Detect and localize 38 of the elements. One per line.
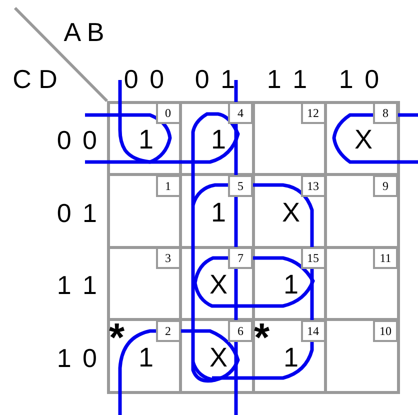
cell-index: 12 — [300, 102, 326, 124]
column-header: 0 1 — [194, 66, 238, 92]
row-header: 0 0 — [56, 127, 99, 153]
cell-value: X — [282, 199, 300, 226]
cell-value: X — [210, 272, 228, 298]
asterisk-mark: * — [254, 324, 270, 346]
cell-index: 3 — [156, 247, 180, 269]
cell-index: 14 — [300, 320, 326, 342]
cell-index: 6 — [228, 320, 253, 342]
cell-index: 2 — [156, 320, 180, 342]
cell-index: 9 — [373, 174, 398, 196]
cell-index: 8 — [373, 102, 398, 124]
row-header: 1 0 — [56, 344, 99, 370]
cell-value: 1 — [210, 199, 226, 226]
cell-index: 11 — [373, 247, 398, 269]
asterisk-mark: * — [109, 324, 125, 346]
cell-index: 10 — [373, 320, 398, 342]
row-header: 1 1 — [56, 272, 99, 298]
cell-index: 13 — [300, 174, 326, 196]
variable-label: A B — [64, 19, 104, 45]
cell-value: 1 — [283, 272, 299, 298]
cell-index: 7 — [228, 247, 253, 269]
cell-index: 15 — [300, 247, 326, 269]
cell-index: 0 — [156, 102, 180, 124]
cell-value: X — [210, 344, 228, 371]
cell-value: 1 — [138, 126, 154, 154]
column-header: 1 1 — [266, 66, 310, 92]
cell-value: 1 — [283, 344, 299, 371]
column-header: 0 0 — [124, 66, 166, 92]
row-header: 0 1 — [56, 200, 99, 226]
cell-index: 5 — [228, 174, 253, 196]
cell-value: 1 — [138, 344, 154, 371]
column-header: 1 0 — [338, 66, 382, 92]
variable-label: C D — [12, 66, 58, 92]
cell-value: 1 — [210, 126, 226, 154]
cell-value: X — [354, 126, 372, 154]
cell-index: 4 — [228, 102, 253, 124]
cell-index: 1 — [156, 174, 180, 196]
